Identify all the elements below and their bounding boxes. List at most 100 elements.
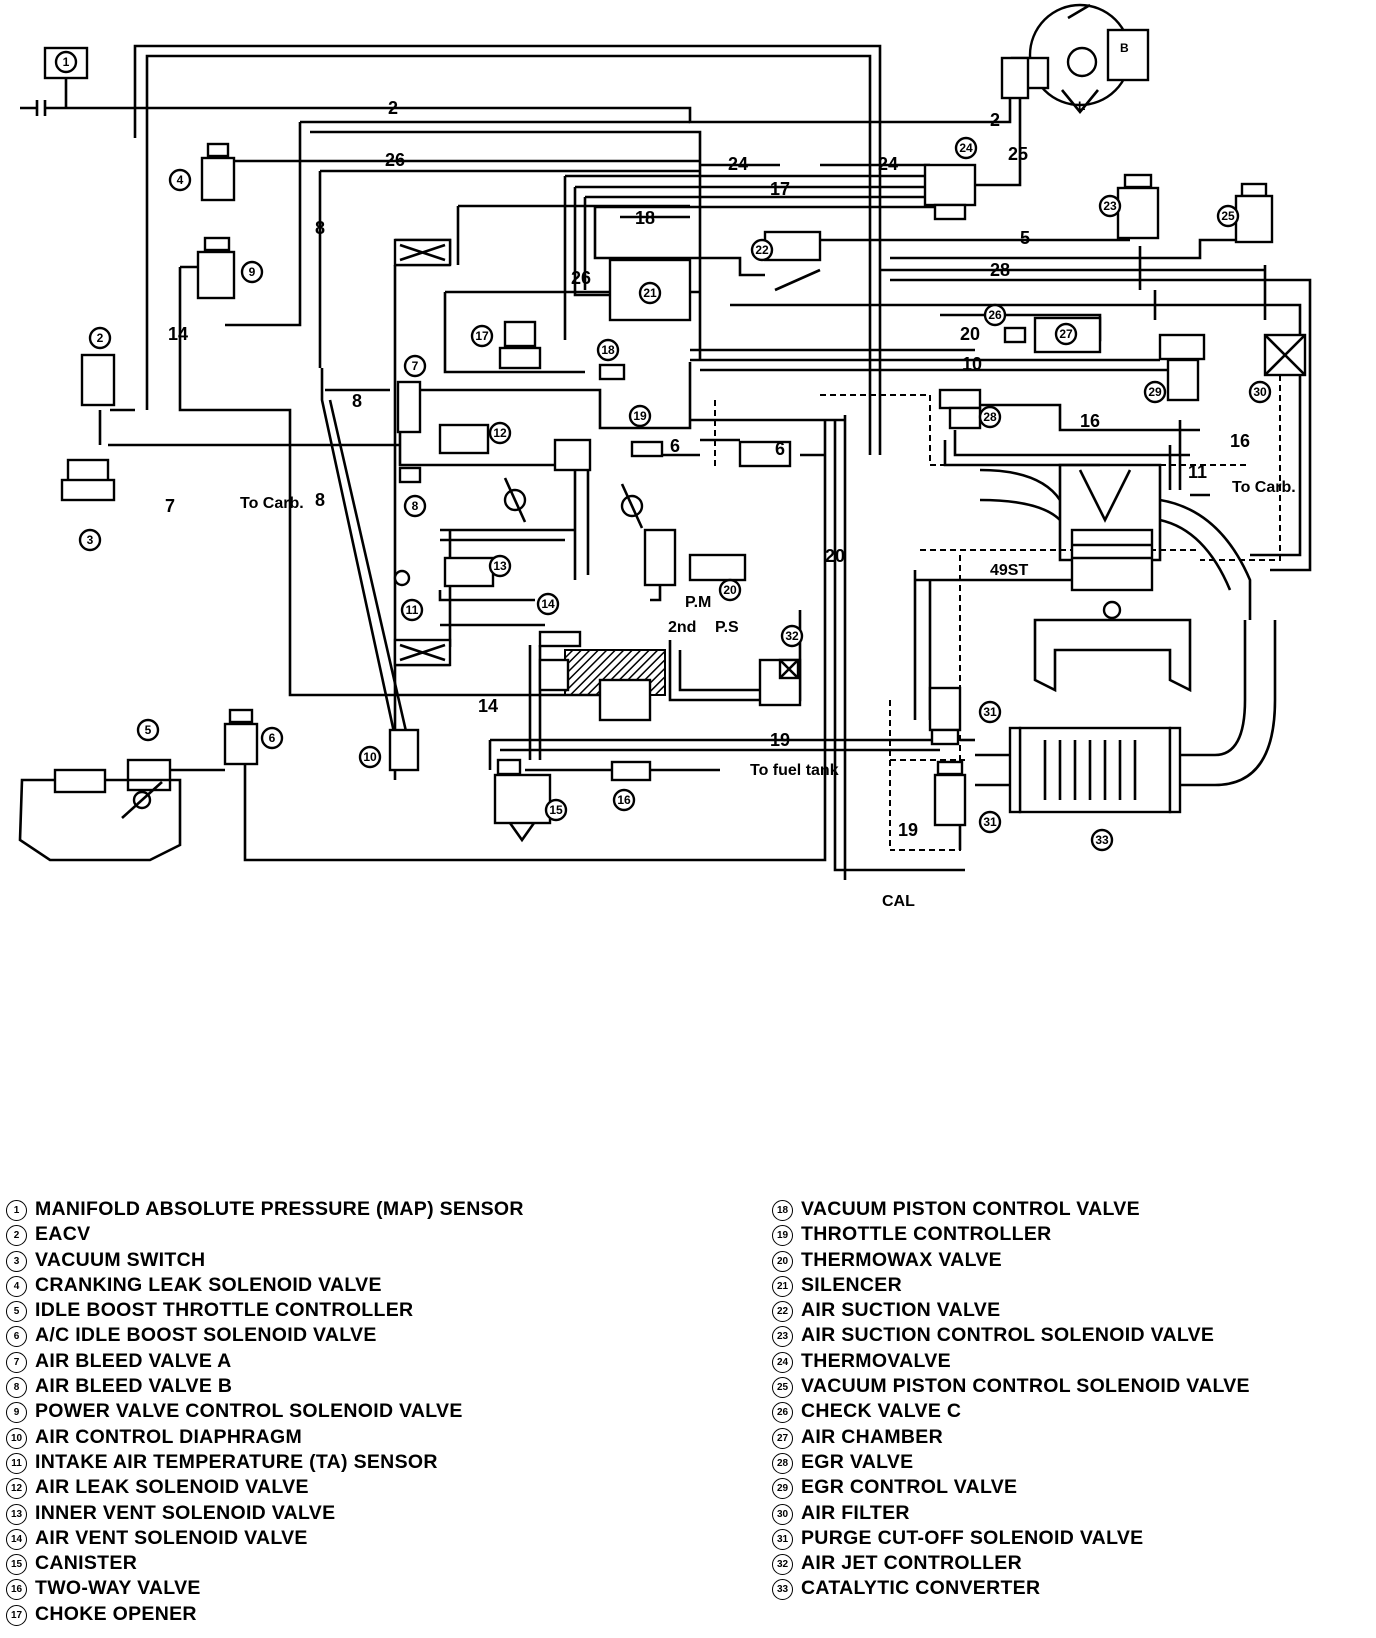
legend-number: 14 (6, 1528, 27, 1550)
legend-number: 15 (6, 1554, 27, 1576)
legend-text: AIR JET CONTROLLER (801, 1552, 1022, 1575)
legend-text: IDLE BOOST THROTTLE CONTROLLER (35, 1299, 414, 1322)
callout-9: 9 (240, 260, 264, 284)
legend-text: INNER VENT SOLENOID VALVE (35, 1501, 336, 1524)
line-tag: 8 (315, 490, 325, 510)
legend-number: 29 (772, 1478, 793, 1500)
purge-cutoff-solenoid-31b (933, 760, 967, 827)
air-jet-controller-32 (758, 658, 802, 707)
legend-text: VACUUM PISTON CONTROL SOLENOID VALVE (801, 1375, 1250, 1398)
legend-item: 29 EGR CONTROL VALVE (772, 1475, 1250, 1500)
purge-cutoff-solenoid-31a (928, 686, 962, 746)
callout-5: 5 (136, 718, 160, 742)
to-fuel-tank-label: To fuel tank (750, 762, 839, 779)
legend-text: AIR SUCTION CONTROL SOLENOID VALVE (801, 1324, 1215, 1347)
legend-number: 21 (772, 1275, 793, 1297)
power-valve-solenoid-9 (196, 236, 236, 300)
callout-8: 8 (403, 494, 427, 518)
callout-30: 30 (1248, 380, 1272, 404)
legend-text: EGR CONTROL VALVE (801, 1476, 1018, 1499)
vacuum-piston-control-solenoid-top (1000, 56, 1030, 100)
legend-text: PURGE CUT-OFF SOLENOID VALVE (801, 1526, 1144, 1549)
legend-text: EGR VALVE (801, 1450, 914, 1473)
carburetor-float-bowl (538, 649, 666, 722)
legend-number: 17 (6, 1604, 27, 1626)
svg-text:26: 26 (988, 308, 1002, 322)
line-tag: 10 (962, 354, 982, 374)
legend-number: 1 (6, 1200, 27, 1221)
line-tag: 5 (1020, 228, 1030, 248)
svg-text:33: 33 (1095, 833, 1109, 847)
legend-number: 3 (6, 1250, 27, 1272)
svg-text:23: 23 (1103, 199, 1117, 213)
thermovalve-24 (923, 163, 977, 221)
svg-text:12: 12 (493, 426, 507, 440)
callout-12: 12 (488, 421, 512, 445)
line-tag: 8 (315, 218, 325, 238)
line-tag: 7 (165, 496, 175, 516)
callout-20: 20 (718, 578, 742, 602)
legend-number: 11 (6, 1452, 27, 1474)
legend-text: TWO-WAY VALVE (35, 1577, 201, 1600)
callout-7: 7 (403, 354, 427, 378)
svg-text:10: 10 (363, 750, 377, 764)
catalytic-converter-33 (975, 620, 1277, 814)
callout-3: 3 (78, 528, 102, 552)
legend-number: 20 (772, 1250, 793, 1272)
legend-number: 22 (772, 1301, 793, 1323)
legend-number: 18 (772, 1200, 793, 1221)
vacuum-switch-3 (60, 458, 116, 502)
idle-boost-throttle-controller-5 (126, 758, 172, 792)
component-callouts: 1 2 3 4 5 6 7 8 9 10 11 12 13 14 15 16 1… (54, 50, 1272, 852)
line-tag: 18 (635, 208, 655, 228)
callout-23: 23 (1098, 194, 1122, 218)
eacv-2 (80, 353, 116, 407)
line-number-tags: 2 26 24 24 17 18 8 26 14 5 28 20 10 16 1… (165, 98, 1250, 840)
vacuum-piston-control-valve-18 (598, 363, 626, 381)
line-tag: 25 (1008, 144, 1028, 164)
line-tag: 16 (1080, 411, 1100, 431)
svg-text:7: 7 (412, 359, 419, 373)
intake-base (18, 768, 182, 862)
callout-6: 6 (260, 726, 284, 750)
callout-21: 21 (638, 281, 662, 305)
throttle-controller-19 (553, 438, 664, 472)
svg-text:16: 16 (617, 793, 631, 807)
callout-19: 19 (628, 404, 652, 428)
air-control-diaphragm-10 (388, 728, 420, 772)
cranking-leak-solenoid-4 (200, 142, 236, 202)
line-tag: 20 (960, 324, 980, 344)
svg-text:32: 32 (785, 629, 799, 643)
air-suction-valve-22 (763, 230, 822, 292)
line-tag: 19 (770, 730, 790, 750)
svg-text:9: 9 (249, 265, 256, 279)
ac-idle-boost-solenoid-6 (223, 708, 259, 766)
legend-text: AIR LEAK SOLENOID VALVE (35, 1476, 309, 1499)
legend-item: 31 PURGE CUT-OFF SOLENOID VALVE (772, 1526, 1250, 1551)
legend-number: 31 (772, 1528, 793, 1550)
air-filter-30 (1263, 333, 1307, 377)
inner-vent-solenoid-13 (443, 556, 495, 588)
zone-49st-label: 49ST (990, 562, 1028, 579)
svg-text:8: 8 (412, 499, 419, 513)
callout-25: 25 (1216, 204, 1240, 228)
callout-10: 10 (358, 745, 382, 769)
callout-28: 28 (978, 405, 1002, 429)
legend-number: 12 (6, 1478, 27, 1500)
canister-15 (493, 758, 552, 843)
line-tag: 19 (898, 820, 918, 840)
vacuum-piston-control-solenoid-25 (1234, 182, 1274, 244)
